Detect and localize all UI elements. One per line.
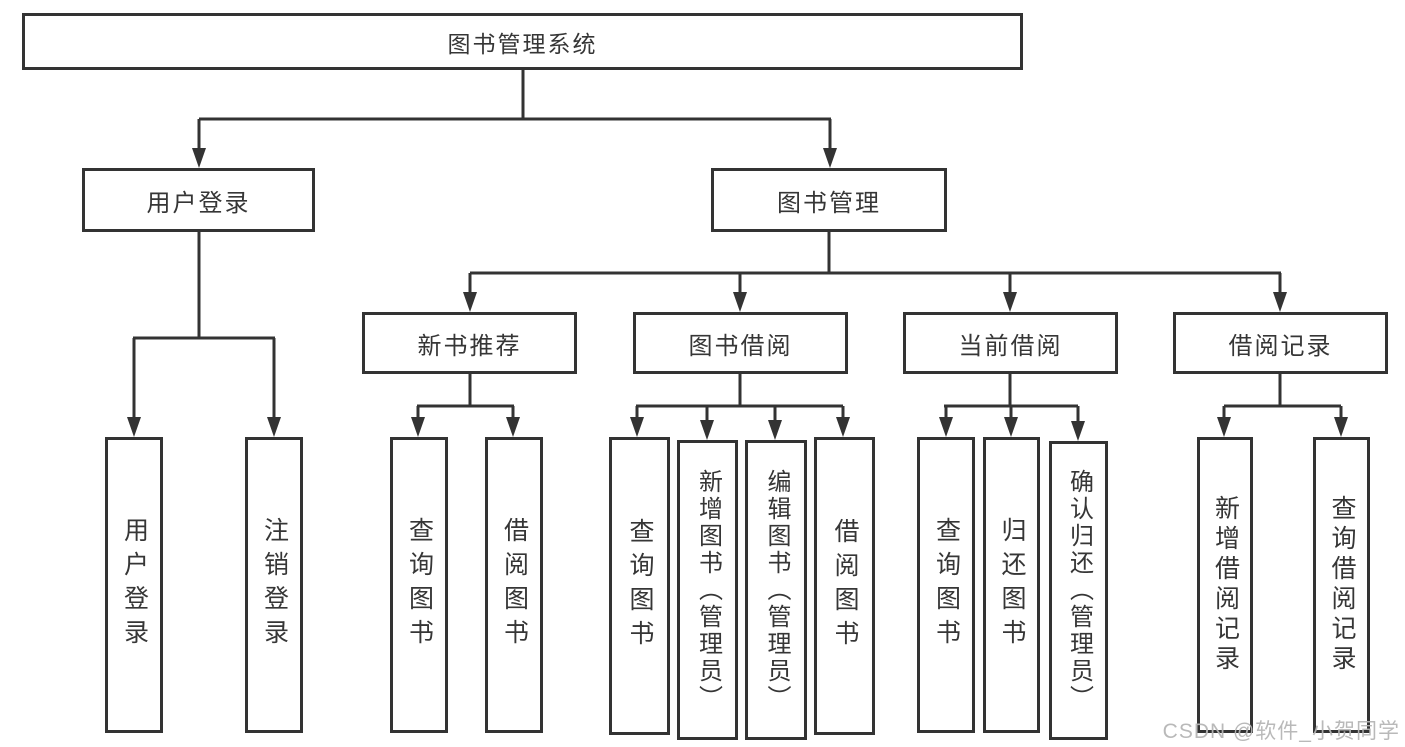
node-library-management-system: 图书管理系统 (22, 13, 1023, 70)
leaf-label: 用户登录 (120, 517, 149, 653)
leaf-label: 编辑图书（管理员） (763, 468, 790, 712)
node-borrowing-records: 借阅记录 (1173, 312, 1388, 374)
leaf-add-borrow-record: 新增借阅记录 (1197, 437, 1253, 733)
connector-segments (127, 70, 1348, 441)
leaf-label: 借阅图书 (500, 517, 529, 653)
leaf-borrow-books-1: 借阅图书 (485, 437, 543, 733)
node-book-management: 图书管理 (711, 168, 947, 232)
leaf-confirm-return-admin: 确认归还（管理员） (1049, 441, 1108, 740)
leaf-label: 查询图书 (626, 518, 654, 654)
leaf-label: 查询借阅记录 (1328, 495, 1356, 675)
leaf-label: 新增图书（管理员） (694, 468, 722, 712)
leaf-query-books-2: 查询图书 (609, 437, 670, 735)
leaf-logout: 注销登录 (245, 437, 303, 733)
leaf-query-books-3: 查询图书 (917, 437, 975, 733)
csdn-watermark: CSDN @软件_小贺同学 (1162, 720, 1400, 743)
node-book-borrowing: 图书借阅 (633, 312, 848, 374)
leaf-query-borrow-record: 查询借阅记录 (1313, 437, 1370, 733)
leaf-label: 新增借阅记录 (1211, 495, 1240, 675)
leaf-add-book-admin: 新增图书（管理员） (677, 440, 738, 740)
node-label: 用户登录 (146, 189, 251, 217)
node-label: 当前借阅 (958, 332, 1063, 360)
leaf-label: 注销登录 (260, 517, 289, 653)
leaf-return-book: 归还图书 (983, 437, 1040, 733)
node-current-borrowing: 当前借阅 (903, 312, 1118, 374)
node-label: 新书推荐 (417, 332, 522, 360)
leaf-label: 确认归还（管理员） (1065, 469, 1093, 712)
leaf-user-login: 用户登录 (105, 437, 163, 733)
node-label: 借阅记录 (1228, 332, 1333, 360)
leaf-label: 借阅图书 (831, 518, 859, 654)
node-label: 图书管理 (777, 189, 881, 217)
leaf-query-books-1: 查询图书 (390, 437, 448, 733)
node-new-book-recommendation: 新书推荐 (362, 312, 577, 374)
leaf-label: 归还图书 (998, 517, 1026, 653)
leaf-label: 查询图书 (932, 517, 961, 653)
leaf-edit-book-admin: 编辑图书（管理员） (745, 440, 807, 740)
leaf-borrow-books-2: 借阅图书 (814, 437, 875, 735)
leaf-label: 查询图书 (405, 517, 434, 653)
node-user-login: 用户登录 (82, 168, 315, 232)
node-label: 图书借阅 (688, 332, 793, 360)
node-label: 图书管理系统 (447, 30, 598, 57)
